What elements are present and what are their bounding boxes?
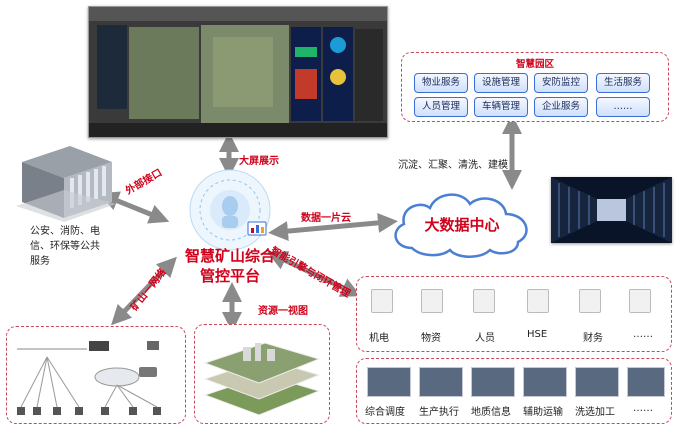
server-icon xyxy=(629,289,651,313)
smart-park-item-personnel[interactable]: 人员管理 xyxy=(414,97,468,117)
server-icon xyxy=(371,289,393,313)
big-data-cloud-icon xyxy=(394,193,528,258)
hub-title-line1: 智慧矿山综合 xyxy=(184,247,275,265)
system-transport[interactable]: 辅助运输 xyxy=(523,407,563,418)
arrow-hub-systems xyxy=(266,251,362,297)
screen-icon xyxy=(523,367,567,397)
smart-park-item-more[interactable]: …… xyxy=(596,97,650,117)
smart-park-item-facility[interactable]: 设施管理 xyxy=(474,73,528,93)
system-more[interactable]: …… xyxy=(633,329,653,340)
system-mechatronics[interactable]: 机电 xyxy=(369,333,389,344)
server-icon xyxy=(527,289,549,313)
mine-network-panel xyxy=(6,326,186,424)
arrow-hub-network xyxy=(111,256,177,326)
smart-park-item-life[interactable]: 生活服务 xyxy=(596,73,650,93)
smart-park-item-vehicle[interactable]: 车辆管理 xyxy=(474,97,528,117)
public-services-line1: 公安、消防、电 xyxy=(30,226,100,237)
system-materials[interactable]: 物资 xyxy=(421,333,441,344)
system-more-2[interactable]: …… xyxy=(633,403,653,414)
server-icon xyxy=(579,289,601,313)
smart-park-item-enterprise[interactable]: 企业服务 xyxy=(534,97,588,117)
big-data-title: 大数据中心 xyxy=(424,216,500,234)
systems-panel-bottom: 综合调度 生产执行 地质信息 辅助运输 洗选加工 …… xyxy=(356,358,672,424)
system-personnel[interactable]: 人员 xyxy=(475,333,495,344)
smart-park-title: 智慧园区 xyxy=(515,59,554,70)
arrow-hub-cloud xyxy=(268,212,398,242)
server-icon xyxy=(421,289,443,313)
screen-icon xyxy=(367,367,411,397)
resource-view-label: 资源一视图 xyxy=(258,306,308,317)
smart-park-item-property[interactable]: 物业服务 xyxy=(414,73,468,93)
smart-park-item-security[interactable]: 安防监控 xyxy=(534,73,588,93)
data-cloud-label: 数据一片云 xyxy=(301,213,351,224)
public-services-text: 公安、消防、电 信、环保等公共 服务 xyxy=(30,224,100,269)
hub-platform: 智慧矿山综合 管控平台 xyxy=(178,166,282,290)
hub-tech-icon xyxy=(189,169,271,251)
public-services-line3: 服务 xyxy=(30,256,50,267)
system-dispatch[interactable]: 综合调度 xyxy=(365,407,405,418)
system-production[interactable]: 生产执行 xyxy=(419,407,459,418)
processing-label: 沉淀、汇聚、清洗、建模 xyxy=(398,160,508,171)
arrow-external-hub xyxy=(98,191,170,224)
screen-icon xyxy=(627,367,665,397)
public-services-line2: 信、环保等公共 xyxy=(30,241,100,252)
screen-display-label: 大屏展示 xyxy=(239,156,279,167)
server-icon xyxy=(473,289,495,313)
server-room-photo xyxy=(551,177,672,243)
screen-icon xyxy=(575,367,619,397)
screen-icon xyxy=(471,367,515,397)
system-processing[interactable]: 洗选加工 xyxy=(575,407,615,418)
system-hse[interactable]: HSE xyxy=(527,329,548,340)
mine-network-diagram xyxy=(17,341,161,415)
system-finance[interactable]: 财务 xyxy=(583,333,603,344)
hub-title-line2: 管控平台 xyxy=(199,267,260,285)
layered-map-icon xyxy=(203,342,321,416)
screen-icon xyxy=(419,367,463,397)
smart-park-panel: 智慧园区 物业服务 设施管理 安防监控 生活服务 人员管理 车辆管理 企业服务 … xyxy=(401,52,669,122)
government-building-icon xyxy=(16,146,116,222)
systems-panel-top: 机电 物资 人员 HSE 财务 …… xyxy=(356,276,672,352)
resource-view-panel xyxy=(194,324,330,424)
system-geology[interactable]: 地质信息 xyxy=(471,407,511,418)
video-wall-photo xyxy=(88,6,388,138)
hub-title: 智慧矿山综合 管控平台 xyxy=(178,246,282,286)
